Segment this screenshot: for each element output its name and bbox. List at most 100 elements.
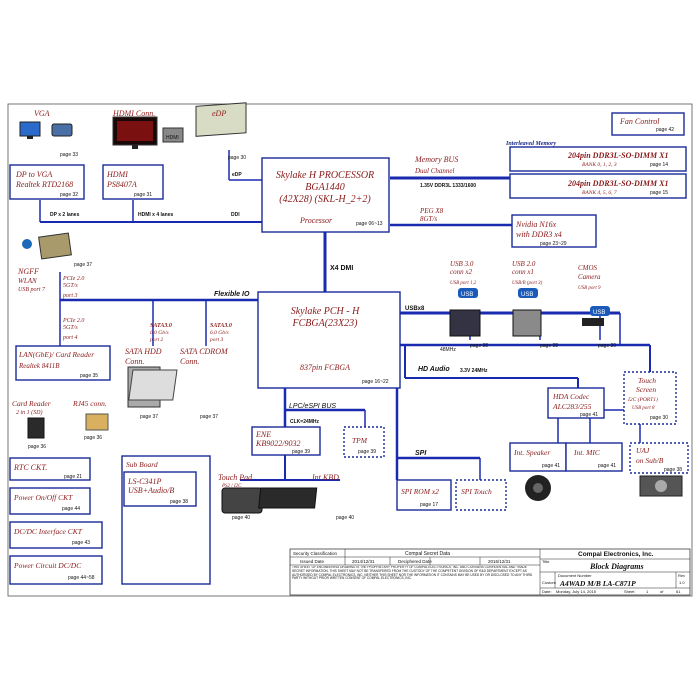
usb2-page: page 38 [540, 343, 558, 349]
ene-l1: ENE [255, 430, 271, 439]
hdmi-l1: HDMI [106, 170, 128, 179]
rj45-icon [85, 413, 109, 431]
pcie1-l3: port 3 [62, 293, 78, 299]
subboard-title: Sub Board [126, 460, 158, 469]
dimm-1-bank: BANK 0, 1, 2, 3 [582, 162, 617, 168]
usb2-badge-bg [518, 288, 538, 298]
pch-box [257, 291, 401, 389]
touch-l2: Screen [636, 385, 656, 394]
mem-interleaved: Interleaved Memory [505, 141, 556, 147]
dp-vga-l2: Realtek RTD2168 [15, 180, 73, 189]
pch-l2: FCBGA(23X23) [292, 318, 359, 329]
ngff-page: page 37 [74, 262, 92, 268]
title-block: Security Classification Compal Secret Da… [289, 548, 691, 596]
cmos-l3: USB port 9 [578, 286, 601, 291]
rj45-l1: RJ45 conn. [72, 399, 107, 408]
speaker-l1: Int. Speaker [513, 448, 550, 457]
sata-cd-l3: port 3 [209, 337, 224, 343]
card-l2: 2 in 1 (SD) [16, 409, 43, 416]
spi-rom: SPI ROM x2 [401, 487, 439, 496]
dimm-1-page: page 14 [650, 162, 668, 168]
touch-box [623, 371, 677, 425]
dimm-1-label: 204pin DDR3L-SO-DIMM X1 [567, 151, 668, 160]
touchpad-l1: Touch Pad [218, 473, 253, 482]
hda-codec-box [547, 387, 605, 419]
sheet-border [7, 103, 693, 597]
uaj-page: page 38 [664, 467, 682, 473]
usb3-page: page 38 [470, 343, 488, 349]
tb-title: Block Diagrams [589, 562, 644, 571]
mem-spec: 1.35V DDR3L 1333/1600 [420, 183, 476, 189]
nvidia-l2: with DDR3 x4 [516, 230, 562, 239]
speaker-page: page 41 [542, 463, 560, 469]
usb2-badge: USB [521, 292, 533, 298]
tb-issued: Issued Date [300, 559, 325, 564]
dimm-2-bank: BANK 4, 5, 6, 7 [582, 189, 617, 196]
dp-lanes: DP x 2 lanes [50, 212, 80, 218]
dimm-1-box [509, 146, 687, 172]
sata-hdd-c2: Conn. [125, 357, 144, 366]
hdmi-page: page 31 [134, 192, 152, 198]
tb-rev-lbl: Rev [678, 573, 685, 578]
dimm-2-label: 204pin DDR3L-SO-DIMM X1 [567, 179, 668, 188]
pcie2-l2: 5GT/s [63, 325, 78, 331]
mem-bus: Memory BUS [414, 155, 458, 164]
spi-touch: SPI Touch [461, 487, 492, 496]
card-page: page 36 [28, 444, 46, 450]
sata-hdd-l1: SATA3.0 [150, 323, 172, 329]
edp-label: eDP [212, 109, 226, 118]
touchpad-page: page 40 [232, 515, 250, 521]
tb-sec-class: Security Classification [293, 551, 338, 556]
bus-lines [39, 150, 651, 481]
usb3-freq: 48MHz [440, 347, 456, 353]
cpu-l4: Processor [299, 216, 333, 225]
lpc-clk: CLK=24MHz [290, 419, 320, 425]
touch-l3: I2C (PORT1) [627, 396, 658, 403]
hdmi-chip-box [102, 164, 164, 200]
hdmi-badge: HDMI [166, 135, 179, 141]
pch-l3: 837pin FCBGA [300, 363, 350, 372]
cpu-l2: BGA1440 [305, 182, 344, 193]
ene-l2: KB9022/9032 [255, 439, 300, 448]
pcie2-l1: PCIe 2.0 [62, 318, 84, 324]
peg-l2: 8GT/s [420, 215, 437, 223]
fan-control-box [611, 112, 685, 136]
hd-audio-label: HD Audio [418, 366, 450, 373]
cmos-page: page 30 [598, 343, 616, 349]
touch-l4: USB port 8 [632, 406, 655, 411]
fan-page: page 42 [656, 127, 674, 133]
ene-page: page 39 [292, 449, 310, 455]
fan-label: Fan Control [619, 117, 660, 126]
boxes [9, 112, 689, 585]
speaker-icon [525, 475, 551, 501]
spi-rom-page: page 17 [420, 502, 438, 508]
usb3-badge-bg [458, 288, 478, 298]
vga-monitor-icon [19, 121, 73, 139]
sata-cd-l2: 6.0 Gb/s [210, 330, 229, 336]
pch-l1: Skylake PCH - H [291, 306, 360, 317]
dimm-2-page: page 15 [650, 190, 668, 196]
tb-date-lbl: Date: [542, 589, 552, 594]
mic-box [565, 442, 623, 472]
kbd-page: page 40 [336, 515, 354, 521]
cpu-l3: (42X28) (SKL-H_2+2) [279, 194, 371, 205]
powerckt-page: page 44~58 [68, 575, 95, 581]
subboard-l2: USB+Audio/B [128, 486, 174, 495]
sata-cd-l1: SATA3.0 [210, 323, 232, 329]
mic-l1: Int. MIC [573, 448, 601, 457]
dimm-2-box [509, 173, 687, 199]
spi-bus: SPI [415, 450, 427, 457]
subboard-inner-box [123, 471, 197, 507]
power-circuit-box [9, 555, 103, 585]
hdmi-conn-label: HDMI Conn. [112, 109, 155, 118]
usb3-l1: USB 3.0 [450, 260, 474, 268]
dp-vga-l1: DP to VGA [15, 170, 52, 179]
peg-l1: PEG X8 [419, 207, 444, 215]
wlan-card-icon [22, 232, 72, 260]
tpm-box [343, 426, 385, 458]
uaj-box [629, 442, 689, 474]
hdmi-lanes: HDMI x 4 lanes [138, 212, 174, 218]
cpu-page: page 06~13 [356, 221, 383, 227]
cdrom-icon [128, 369, 178, 401]
vga-label: VGA [34, 109, 50, 118]
